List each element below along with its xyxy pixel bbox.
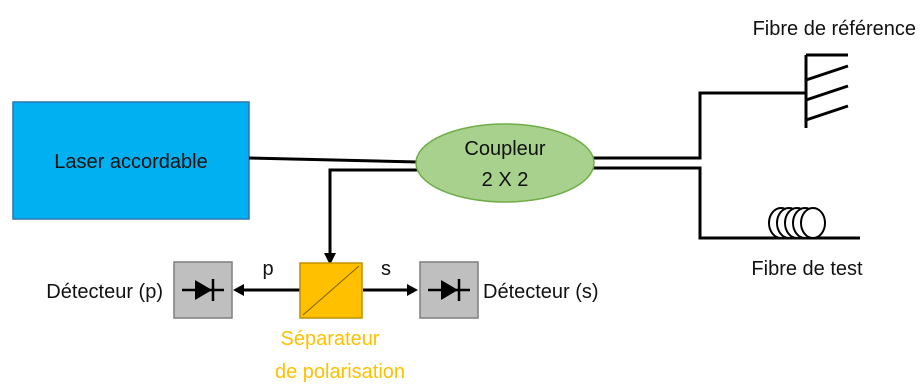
arrow-down-to-splitter [324, 253, 336, 265]
arrow-left-to-detector-p [233, 284, 244, 296]
splitter-label-line1: Séparateur [281, 328, 380, 350]
branch-label-s: s [381, 258, 391, 280]
fiber-lines [243, 91, 860, 292]
coupler-ellipse [415, 123, 595, 203]
coupler-to-reference-fiber [593, 91, 805, 160]
coupler-to-splitter-fiber [328, 168, 424, 253]
branch-label-p: p [262, 258, 273, 280]
arrow-right-to-detector-s [407, 284, 418, 296]
laser-box [12, 101, 250, 220]
detector-p-label: Détecteur (p) [46, 281, 163, 303]
photodiode-icon [428, 279, 470, 301]
test-fiber-label: Fibre de test [751, 258, 863, 280]
coupler-label-line2: 2 X 2 [482, 169, 529, 191]
photodiode-icon [182, 279, 224, 301]
laser-to-coupler-fiber [248, 156, 419, 164]
fiber-coil-icon [768, 207, 826, 239]
splitter-label-line2: de polarisation [275, 361, 405, 383]
arrowheads [233, 253, 418, 296]
detector-s-label: Détecteur (s) [483, 281, 599, 303]
reference-fiber-label: Fibre de référence [753, 18, 916, 40]
coupler-label-line1: Coupleur [464, 138, 546, 160]
splitter-diagonal [302, 265, 360, 316]
laser-label: Laser accordable [54, 151, 207, 173]
reference-fiber-icon [804, 53, 849, 128]
